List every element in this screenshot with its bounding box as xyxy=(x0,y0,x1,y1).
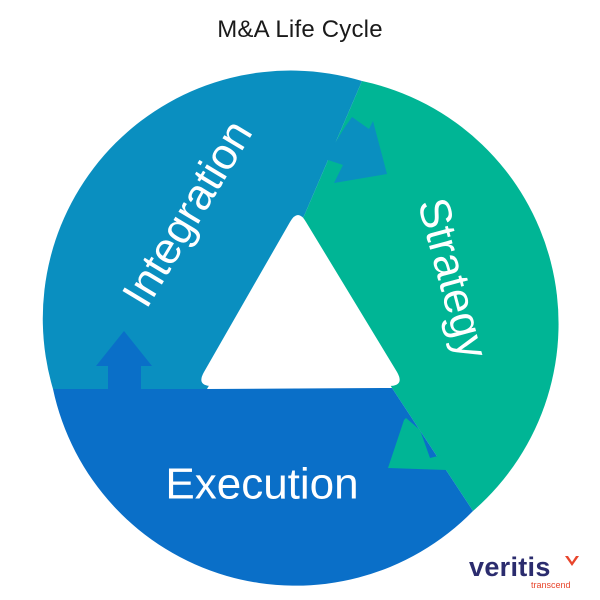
logo-wordmark: veritis xyxy=(469,552,551,582)
logo-tagline: transcend xyxy=(531,580,571,590)
right-arrow-icon xyxy=(325,117,387,183)
veritis-logo: veritis transcend xyxy=(469,552,584,592)
up-arrow-icon xyxy=(96,331,152,392)
execution-segment xyxy=(53,388,473,586)
diagram-title: M&A Life Cycle xyxy=(217,16,383,43)
execution-label: Execution xyxy=(165,460,358,509)
strategy-segment xyxy=(298,81,559,511)
center-triangle xyxy=(201,215,400,386)
down-left-arrow-icon xyxy=(388,418,447,470)
integration-segment xyxy=(42,70,363,389)
logo-chevron-icon xyxy=(565,556,579,566)
